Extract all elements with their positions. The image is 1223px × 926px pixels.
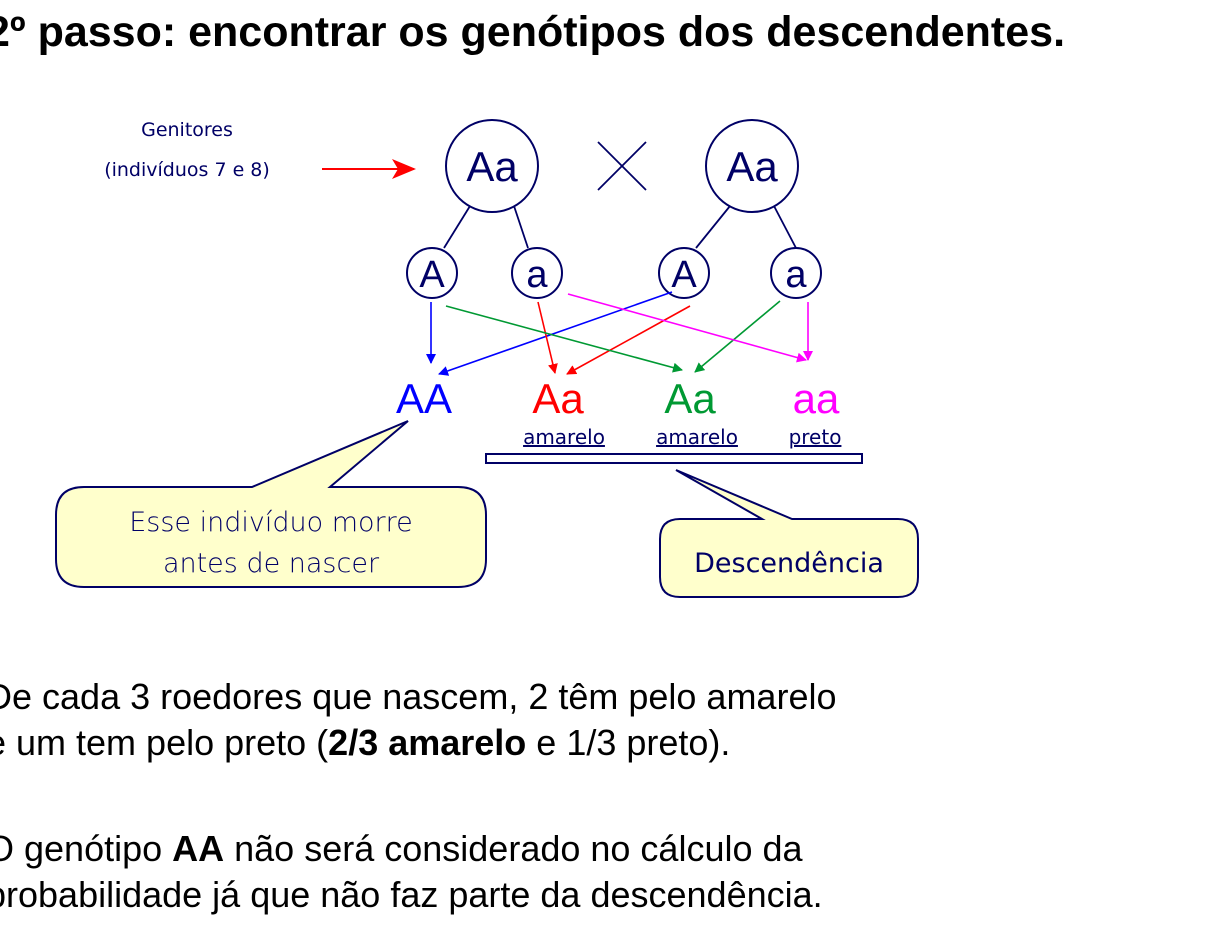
parent1-genotype: Aa [466,143,518,190]
gamete-allele: a [526,254,548,296]
callout-right-bubble [659,469,919,598]
callout-left-text: antes de nascer [163,548,380,579]
paragraph-2-line-2: probabilidade já que não faz parte da de… [0,874,823,915]
offspring-genotype-aa-dominant: AA [396,375,452,422]
branch-line [695,205,731,249]
cross-arrow-green-2 [694,300,781,373]
cross-arrow-red-2 [566,305,691,375]
genitores-label: Genitores [141,119,233,141]
cross-arrow-green-1 [445,305,683,373]
paragraph-1-line-1: De cada 3 roedores que nascem, 2 têm pel… [0,676,837,717]
gamete-allele: a [785,254,807,296]
paragraph-1-line-2: e um tem pelo preto (2/3 amarelo e 1/3 p… [0,722,731,763]
callout-left-bubble [55,420,487,588]
phenotype-label: amarelo [656,425,738,449]
parent2-circle [705,119,799,213]
phenotype-label: preto [789,425,842,449]
gamete-allele: A [419,254,445,296]
callout-right-text: Descendência [694,548,884,579]
cross-arrow-blue-2 [438,291,673,376]
branch-line [443,205,471,249]
branch-line [773,205,797,249]
descendancy-bracket [485,453,863,464]
paragraph-2-line-1: O genótipo AA não será considerado no cá… [0,828,803,869]
parent2-genotype: Aa [726,143,778,190]
offspring-genotype-aa-recessive: aa [793,375,840,422]
gamete-circle [658,247,710,299]
offspring-genotype-aa-2: Aa [664,375,716,422]
cross-arrow-magenta-1 [567,293,807,363]
cross-icon [597,141,647,191]
highlight-genotype: AA [172,828,225,869]
branch-line [513,205,529,249]
cross-arrow-red-1 [537,301,558,374]
paragraph-1: De cada 3 roedores que nascem, 2 têm pel… [0,674,836,766]
highlight-fraction: 2/3 amarelo [328,722,527,763]
gamete-circle [511,247,563,299]
parent1-circle [445,119,539,213]
paragraph-2: O genótipo AA não será considerado no cá… [0,826,823,918]
callout-left-text: Esse indivíduo morre [129,507,413,538]
gamete-circle [406,247,458,299]
genitores-sublabel: (indivíduos 7 e 8) [104,159,270,181]
gamete-allele: A [671,254,697,296]
offspring-genotype-aa-1: Aa [532,375,584,422]
phenotype-label: amarelo [523,425,605,449]
gamete-circle [770,247,822,299]
